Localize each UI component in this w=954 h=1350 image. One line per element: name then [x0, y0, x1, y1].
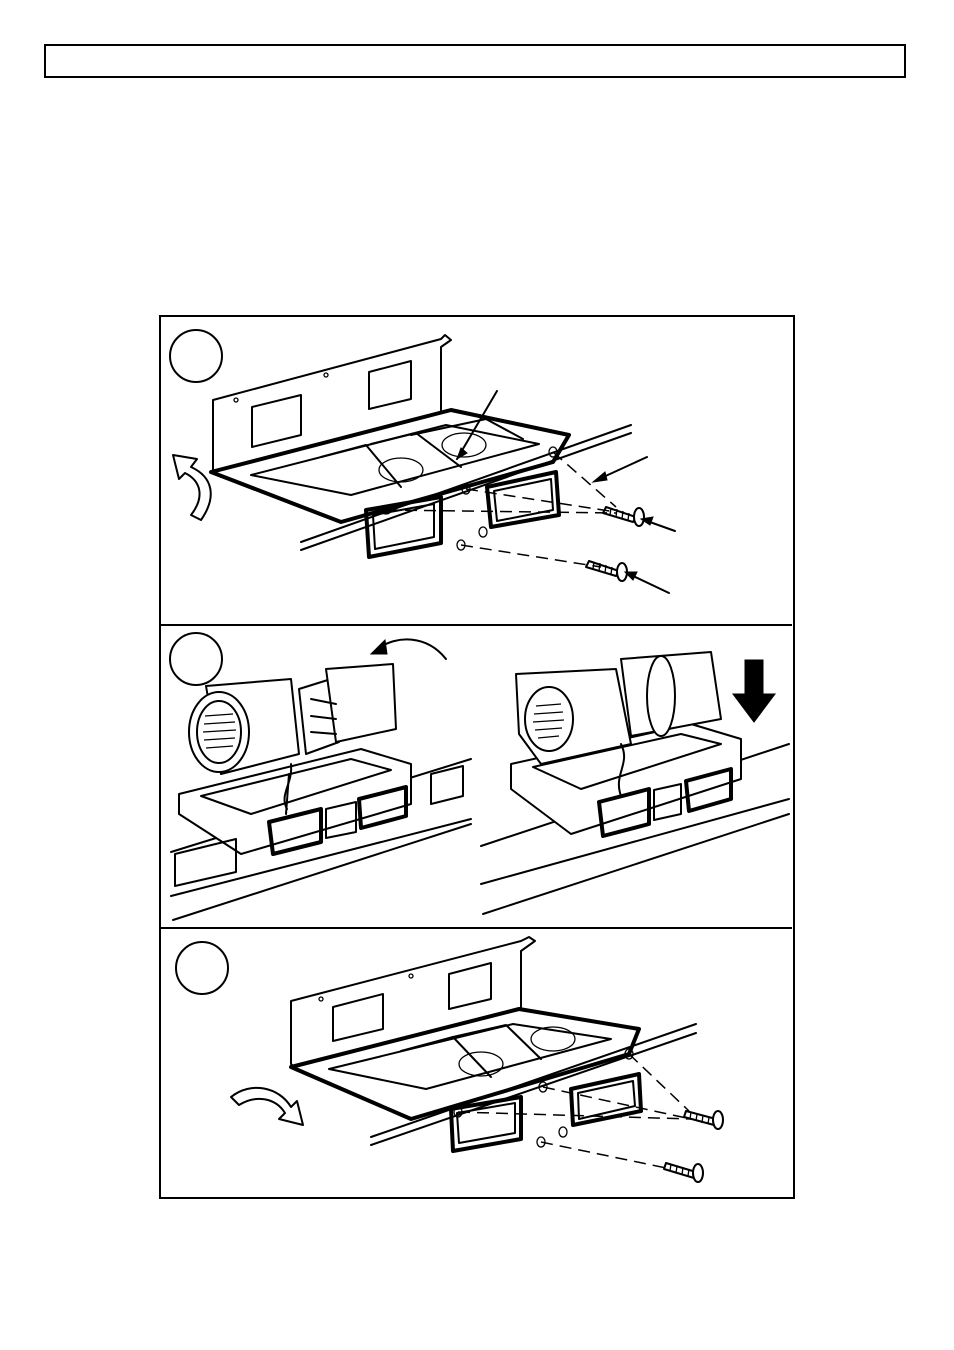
- flange-cutout: [251, 394, 302, 448]
- pointer-arrow-icon: [639, 516, 676, 532]
- screw-icon: [663, 1162, 704, 1183]
- step-2-illustration: [170, 638, 790, 921]
- exhaust-gasket: [449, 1095, 523, 1153]
- exhaust-gasket: [364, 495, 443, 559]
- step-panel-2: [161, 624, 792, 929]
- step-panel-3: [161, 929, 792, 1197]
- instruction-figure: [159, 315, 795, 1199]
- step-number-circle-3: [175, 941, 229, 995]
- pointer-arrow-icon: [591, 456, 648, 483]
- exhaust-gasket: [485, 470, 561, 529]
- rotate-arrow-icon: [369, 638, 447, 660]
- down-arrow-icon: [732, 659, 776, 723]
- housing-frame: [178, 748, 412, 855]
- screw-icon: [585, 560, 628, 582]
- rotate-arrow-icon: [172, 454, 212, 521]
- rotate-arrow-icon: [230, 1087, 304, 1126]
- step-number-circle-2: [169, 632, 223, 686]
- screw-icon: [683, 1110, 724, 1130]
- step-panel-1: [161, 317, 792, 626]
- header-box: [44, 44, 906, 78]
- exhaust-gasket: [569, 1072, 643, 1127]
- blower-unit: [515, 651, 722, 797]
- step-3-illustration: [230, 936, 724, 1183]
- flange-cutout: [368, 360, 412, 410]
- pointer-arrow-icon: [623, 571, 670, 594]
- screw-icon: [602, 506, 645, 527]
- step-1-illustration: [172, 334, 676, 594]
- blower-unit: [188, 663, 397, 810]
- step-number-circle-1: [169, 329, 223, 383]
